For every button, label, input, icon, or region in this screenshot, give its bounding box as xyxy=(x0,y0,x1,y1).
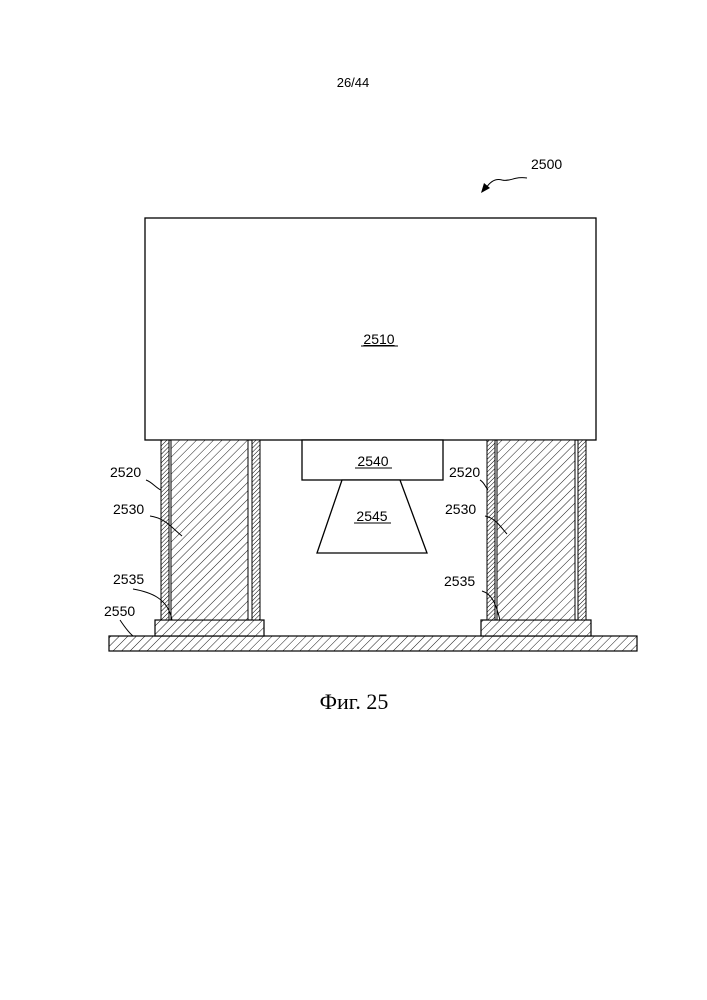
substrate-2550 xyxy=(109,636,637,651)
label-2545: 2545 xyxy=(356,508,387,524)
leader-2520-left xyxy=(146,480,161,490)
pad-right-2535 xyxy=(481,620,591,636)
pad-left-2535 xyxy=(155,620,264,636)
leader-2500 xyxy=(486,178,527,188)
wall-right-outer-2520 xyxy=(487,440,495,620)
body-2510 xyxy=(145,218,596,440)
label-2500: 2500 xyxy=(531,156,562,172)
label-2520-left: 2520 xyxy=(110,464,141,480)
leader-2550 xyxy=(120,620,133,636)
figure-caption: Фиг. 25 xyxy=(320,689,389,714)
page-number: 26/44 xyxy=(337,75,370,90)
label-2535-right: 2535 xyxy=(444,573,475,589)
label-2535-left: 2535 xyxy=(113,571,144,587)
label-2530-left: 2530 xyxy=(113,501,144,517)
column-right-2530 xyxy=(497,440,575,620)
wall-left-outer-2520 xyxy=(161,440,169,620)
label-2530-right: 2530 xyxy=(445,501,476,517)
label-2540: 2540 xyxy=(357,453,388,469)
label-2520-right: 2520 xyxy=(449,464,480,480)
label-2510: 2510 xyxy=(363,331,394,347)
wall-right-inner-2520 xyxy=(578,440,586,620)
wall-left-inner-2520 xyxy=(252,440,260,620)
column-left-2530 xyxy=(171,440,248,620)
label-2550: 2550 xyxy=(104,603,135,619)
